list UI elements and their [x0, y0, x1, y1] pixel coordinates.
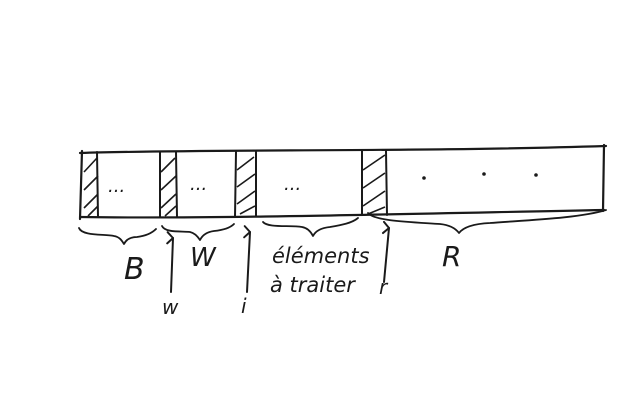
ellipsis-to-process: ... — [284, 174, 301, 195]
ellipsis-r — [422, 172, 538, 180]
ellipsis-b: ... — [108, 176, 125, 197]
label-to-process-line2: à traiter — [270, 273, 356, 297]
label-to-process-line1: éléments — [272, 244, 370, 268]
pointer-w-arrow — [166, 231, 174, 293]
hatched-cell-b — [83, 151, 99, 218]
brace-w — [161, 223, 235, 241]
label-w-region: W — [190, 243, 217, 273]
pointer-r-arrow — [381, 220, 390, 283]
label-pointer-i: i — [241, 294, 247, 318]
label-pointer-w: w — [162, 295, 179, 319]
brace-r — [367, 209, 607, 234]
hatched-cell-w — [159, 151, 178, 218]
hatched-cell-r — [361, 150, 388, 216]
label-r-region: R — [442, 240, 461, 273]
label-b: B — [124, 252, 145, 287]
brace-to-process — [262, 217, 359, 237]
hatched-cell-i — [234, 151, 257, 218]
brace-b — [78, 227, 157, 245]
pointer-i-arrow — [243, 225, 251, 293]
label-pointer-r: r — [379, 275, 389, 299]
array-bar — [78, 143, 608, 221]
ellipsis-w: ... — [190, 174, 207, 195]
